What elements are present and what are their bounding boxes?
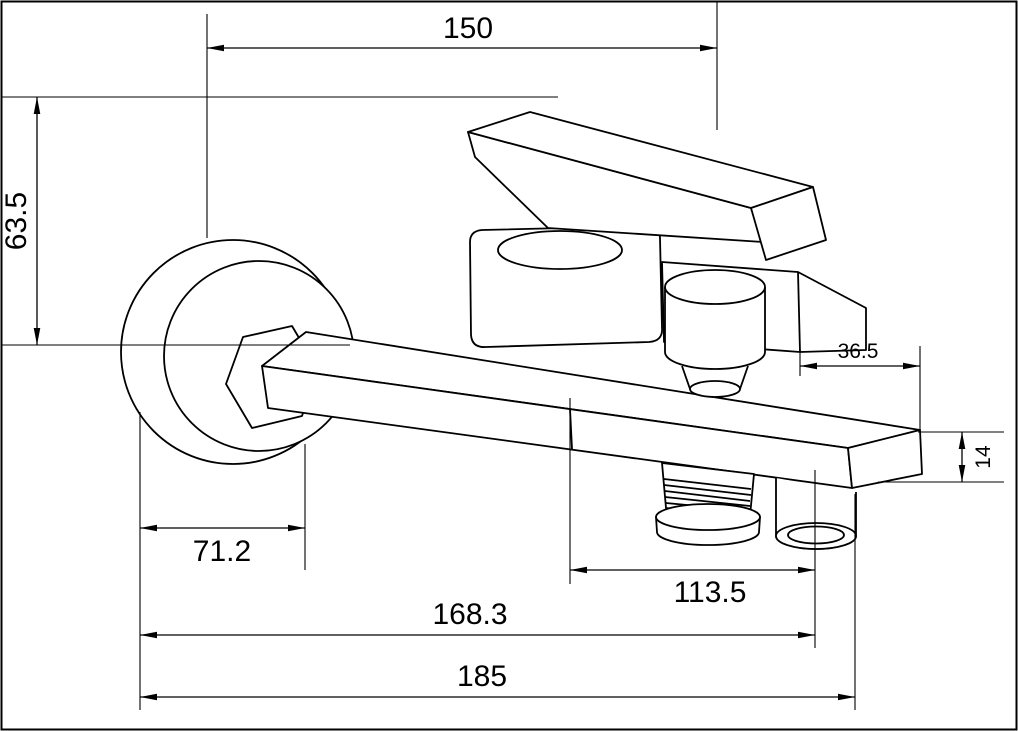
dim-label-36-5: 36.5 bbox=[838, 340, 879, 363]
dim-label-71-2: 71.2 bbox=[193, 535, 251, 568]
cartridge-housing bbox=[469, 225, 663, 348]
shower-hose-outlet bbox=[655, 462, 761, 546]
faucet-body bbox=[261, 331, 923, 489]
faucet-line-art bbox=[120, 111, 923, 550]
dim-label-63-5: 63.5 bbox=[0, 192, 33, 250]
dim-label-168-3: 168.3 bbox=[432, 598, 507, 631]
dim-label-150: 150 bbox=[443, 12, 493, 45]
lever-handle bbox=[467, 111, 827, 261]
spout-outlet bbox=[775, 478, 857, 550]
extension-lines bbox=[2, 2, 1004, 710]
dimension-lines bbox=[33, 44, 966, 701]
diverter-knob bbox=[664, 269, 766, 398]
dim-label-113-5: 113.5 bbox=[674, 576, 747, 609]
dim-label-185: 185 bbox=[457, 660, 507, 693]
handle-support bbox=[750, 186, 827, 261]
dimension-labels: 150 63.5 36.5 14 71.2 113.5 168.3 185 bbox=[0, 12, 995, 693]
dim-label-14: 14 bbox=[972, 445, 995, 469]
